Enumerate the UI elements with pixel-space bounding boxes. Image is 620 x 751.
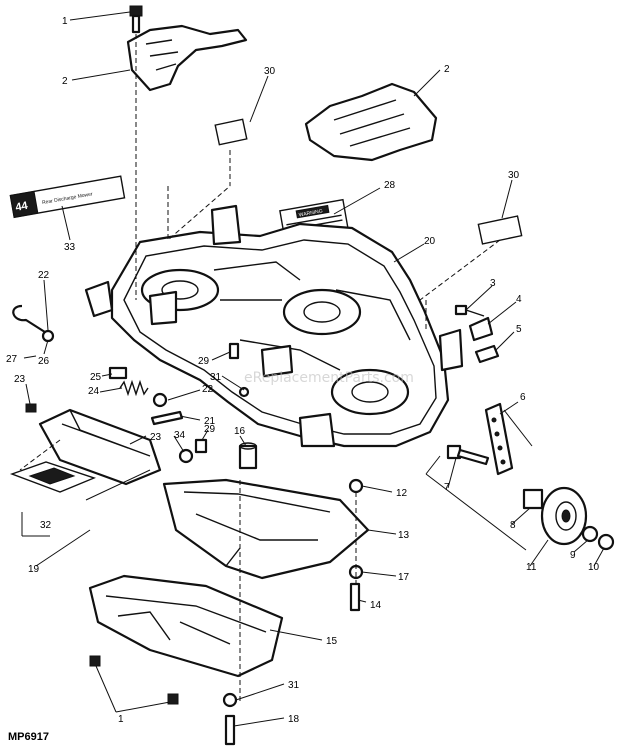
callout-32: 32 <box>40 520 52 531</box>
bolt-25 <box>108 366 128 380</box>
nut-22-left <box>41 329 55 343</box>
watermark: eReplacementParts.com <box>244 370 414 386</box>
callout-31-upper: 31 <box>210 372 222 383</box>
callout-27: 27 <box>6 354 18 365</box>
bushing-29-lower <box>194 438 208 454</box>
spacer-16 <box>238 442 258 470</box>
bolt-1-left <box>89 655 101 667</box>
badge-discharge-text: Rear Discharge Mower <box>42 191 94 206</box>
discharge-shield-top-right <box>304 82 438 162</box>
leader-lines <box>21 11 605 727</box>
spring-24 <box>119 379 149 397</box>
callout-30-left: 30 <box>264 66 276 77</box>
shoulder-bolt-7 <box>446 444 490 466</box>
callout-3: 3 <box>490 278 496 289</box>
pin-21 <box>150 410 184 426</box>
height-adjust-bar-6 <box>484 402 514 476</box>
lower-deflector-13 <box>162 478 370 580</box>
bolt-top <box>129 5 143 34</box>
discharge-shield-top-left <box>126 24 248 92</box>
callout-30-right: 30 <box>508 170 520 181</box>
callout-2-top-right: 2 <box>444 64 450 75</box>
decal-square-right <box>477 215 523 245</box>
bolt-3 <box>454 304 485 317</box>
callout-10: 10 <box>588 562 600 573</box>
callout-22-left: 22 <box>38 270 50 281</box>
callout-9: 9 <box>570 550 576 561</box>
washer-34 <box>178 448 194 464</box>
decal-square-left <box>214 118 248 146</box>
bolt-18 <box>224 714 236 746</box>
callout-22-center: 22 <box>202 384 214 395</box>
callout-12: 12 <box>396 488 408 499</box>
callout-1-bottom: 1 <box>118 714 124 725</box>
callout-20: 20 <box>424 236 436 247</box>
bushing-29-upper <box>228 342 240 360</box>
callout-16: 16 <box>234 426 246 437</box>
rear-baffle-plate <box>38 408 162 486</box>
warning-decal-title: WARNING <box>298 208 323 218</box>
alignment-lines <box>19 34 501 704</box>
decal-strip-32 <box>9 461 97 493</box>
gauge-wheel-11 <box>540 486 588 546</box>
badge-44: 44 <box>15 200 30 214</box>
callout-7: 7 <box>444 482 450 493</box>
callout-5: 5 <box>516 324 522 335</box>
hook-rod <box>12 304 49 335</box>
callout-28: 28 <box>384 180 396 191</box>
callout-11: 11 <box>526 562 537 573</box>
callout-26: 26 <box>38 356 50 367</box>
bushing-8 <box>522 488 544 510</box>
washer-31-lower <box>222 692 238 708</box>
callout-17: 17 <box>398 572 410 583</box>
callout-34: 34 <box>174 430 186 441</box>
bolt-1-right <box>167 693 179 705</box>
callout-23-left: 23 <box>14 374 26 385</box>
callout-15: 15 <box>326 636 338 647</box>
nut-22-center <box>152 392 168 408</box>
callout-33: 33 <box>64 242 76 253</box>
callout-24: 24 <box>88 386 100 397</box>
callout-21: 21 <box>204 416 216 427</box>
callout-6: 6 <box>520 392 526 403</box>
callout-25: 25 <box>90 372 102 383</box>
clip-5 <box>474 344 500 364</box>
callout-13: 13 <box>398 530 410 541</box>
figure-reference: MP6917 <box>8 731 49 743</box>
bracket-4 <box>468 316 494 342</box>
callout-19: 19 <box>28 564 40 575</box>
callout-29-lower: 29 <box>204 424 216 435</box>
callout-29-upper: 29 <box>198 356 210 367</box>
callout-31-lower: 31 <box>288 680 300 691</box>
callout-18: 18 <box>288 714 300 725</box>
bolt-14 <box>349 582 361 612</box>
washer-9 <box>581 525 599 543</box>
callout-4: 4 <box>516 294 522 305</box>
nut-12 <box>348 478 364 494</box>
washer-31-upper <box>238 386 250 398</box>
callout-2-top-left: 2 <box>62 76 68 87</box>
callout-8: 8 <box>510 520 516 531</box>
callout-14: 14 <box>370 600 382 611</box>
mower-deck-housing <box>84 204 464 448</box>
model-badge-decal: 44 Rear Discharge Mower <box>9 175 126 219</box>
nut-10 <box>597 533 615 551</box>
callout-labels: 1 2 30 2 30 28 33 20 3 4 5 22 26 27 29 3… <box>6 16 600 725</box>
callout-1-top: 1 <box>62 16 68 27</box>
callout-23-center: 23 <box>150 432 162 443</box>
bottom-baffle-15 <box>88 574 284 678</box>
bolt-23-left <box>25 403 37 413</box>
